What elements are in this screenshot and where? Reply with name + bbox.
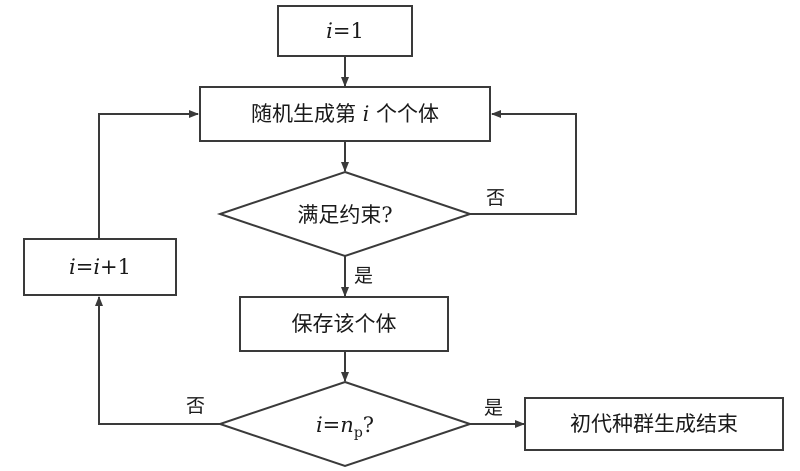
arrow-update-to-generate — [98, 110, 199, 239]
np-no-label: 否 — [186, 395, 205, 417]
end-label: 初代种群生成结束 — [570, 412, 738, 436]
save-box — [239, 296, 449, 352]
update-label: i=i+1 — [69, 255, 131, 279]
arrow-np-no — [95, 296, 220, 425]
np-label: i=np? — [316, 413, 374, 441]
init-label: i=1 — [326, 19, 364, 43]
constraint-no-label: 否 — [486, 187, 505, 209]
save-label: 保存该个体 — [292, 312, 397, 336]
np-diamond — [216, 380, 474, 468]
generate-box — [199, 86, 491, 142]
arrow-constraint-no-loop — [470, 110, 577, 215]
constraint-yes-label: 是 — [354, 265, 373, 287]
constraint-label: 满足约束? — [297, 203, 392, 227]
end-box — [524, 397, 784, 451]
np-yes-label: 是 — [484, 397, 503, 419]
init-box — [277, 5, 413, 57]
generate-label: 随机生成第 i 个个体 — [251, 102, 439, 126]
